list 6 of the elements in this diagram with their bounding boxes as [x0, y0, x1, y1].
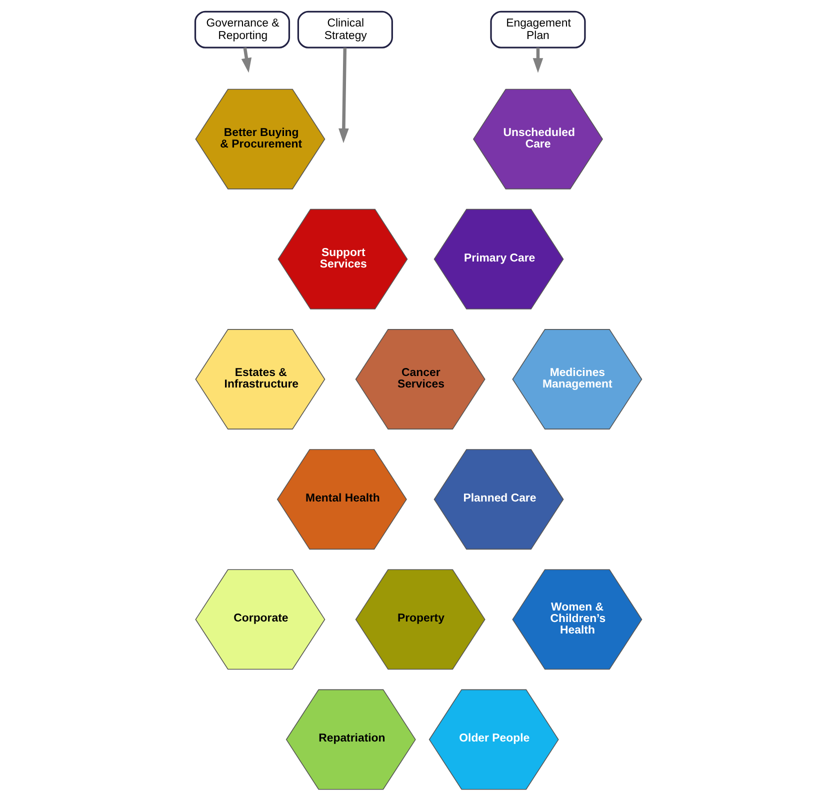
arrow — [338, 48, 348, 144]
node-box: Clinical Strategy — [296, 10, 392, 48]
node-box: Engagement Plan — [490, 10, 586, 48]
arrow — [532, 48, 543, 73]
node-box: Governance & Reporting — [194, 10, 290, 48]
arrow — [240, 47, 252, 73]
